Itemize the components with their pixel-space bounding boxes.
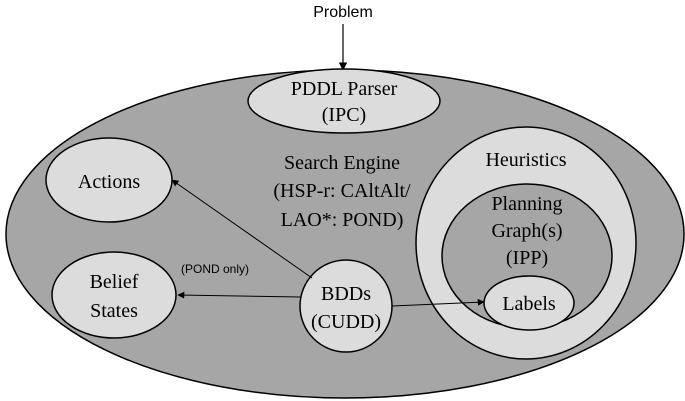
heuristics-label: Heuristics xyxy=(485,149,566,171)
planning-graph-source: (IPP) xyxy=(506,247,548,269)
bdds-to-actions-edge xyxy=(171,179,313,279)
belief-states-label: Belief xyxy=(90,271,139,293)
belief-states-node xyxy=(51,251,177,339)
planning-graph-sublabel: Graph(s) xyxy=(491,220,562,242)
bdds-node xyxy=(299,259,393,353)
search-engine-title: Search Engine xyxy=(284,152,400,174)
search-engine-line2: (HSP-r: CAltAlt/ xyxy=(273,180,411,202)
pddl-parser-node xyxy=(247,68,441,134)
pddl-parser-sublabel: (IPC) xyxy=(322,104,366,126)
pond-only-annotation: (POND only) xyxy=(181,262,249,276)
bdds-to-belief-states-edge xyxy=(177,291,301,299)
search-engine-label: Search Engine (HSP-r: CAltAlt/ LAO*: PON… xyxy=(273,152,411,231)
actions-label: Actions xyxy=(78,171,140,193)
labels-label: Labels xyxy=(502,293,556,315)
planning-graph-label: Planning xyxy=(491,193,562,215)
bdds-label: BDDs xyxy=(321,283,371,305)
bdds-to-labels-edge xyxy=(391,298,485,307)
belief-states-sublabel: States xyxy=(90,300,138,322)
problem-label: Problem xyxy=(313,4,373,21)
pddl-parser-label: PDDL Parser xyxy=(291,78,398,100)
search-engine-line3: LAO*: POND) xyxy=(281,209,404,231)
bdds-sublabel: (CUDD) xyxy=(311,311,381,333)
